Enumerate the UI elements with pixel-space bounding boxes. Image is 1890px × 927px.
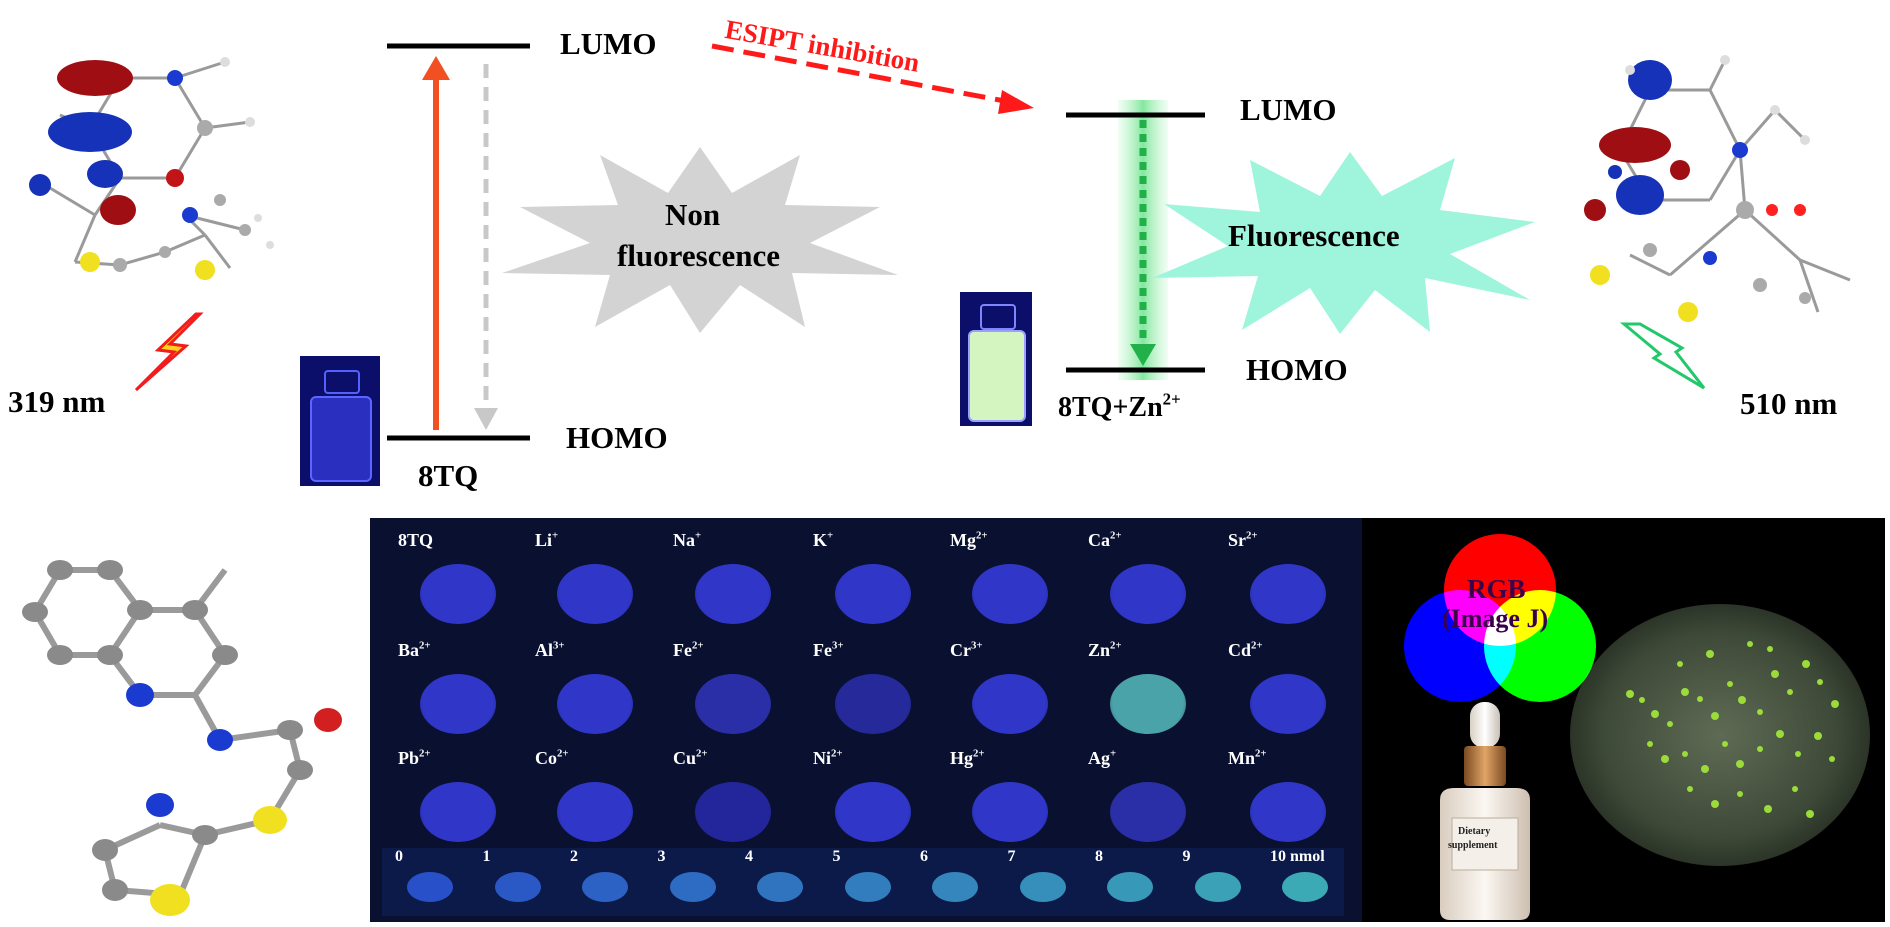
ion-label: Ba2+ (398, 639, 431, 660)
non-fluorescence-burst (502, 147, 898, 333)
fluorescence-label: Fluorescence (1228, 218, 1400, 253)
esipt-arrow (711, 43, 1034, 114)
rgb-label-line2: (Image J) (1442, 604, 1549, 633)
8tq-orbital-molecule (29, 57, 274, 280)
ion-label: K+ (813, 529, 834, 550)
concentration-label: 5 (832, 848, 841, 865)
concentration-label: 4 (745, 848, 753, 865)
concentration-label: 10 nmol (1270, 848, 1325, 865)
concentration-label: 9 (1182, 848, 1191, 865)
ion-label: Cd2+ (1228, 639, 1263, 660)
energy-diagram-left (387, 43, 530, 441)
ion-label: Na+ (673, 529, 702, 550)
microscopy-image (1570, 604, 1870, 866)
ion-label: Mg2+ (950, 529, 988, 550)
fluorescence-burst (1152, 152, 1535, 334)
energy-diagram-right (1066, 100, 1205, 380)
concentration-spot (494, 872, 541, 902)
compound-label-8tq: 8TQ (418, 458, 479, 493)
ion-label: Fe2+ (673, 639, 704, 660)
ion-spot (695, 782, 771, 842)
ion-spot (1110, 564, 1186, 624)
concentration-label: 6 (920, 848, 928, 865)
crystal-structure (22, 560, 342, 916)
ion-label: Zn2+ (1088, 639, 1122, 660)
ion-label: Ag+ (1088, 747, 1117, 768)
ion-label: 8TQ (398, 530, 434, 550)
concentration-spot (932, 872, 978, 902)
non-fluorescence-line1: Non (665, 197, 721, 232)
ion-spot (1250, 674, 1326, 734)
ion-label: Sr2+ (1228, 529, 1258, 550)
ion-spot (420, 674, 496, 734)
concentration-spot (669, 872, 716, 902)
ion-label: Cr3+ (950, 639, 983, 660)
ion-label: Cu2+ (673, 747, 708, 768)
concentration-spot (844, 872, 891, 902)
ion-spot (1250, 782, 1326, 842)
ion-label: Hg2+ (950, 747, 985, 768)
concentration-spot (1282, 872, 1328, 902)
lightning-icon-excitation (134, 312, 204, 392)
homo-label-right: HOMO (1246, 352, 1348, 387)
ion-spot (557, 564, 633, 624)
ion-label: Fe3+ (813, 639, 844, 660)
ion-spot (835, 782, 911, 842)
ion-spot (972, 674, 1048, 734)
rgb-label-line1: RGB (1467, 574, 1526, 604)
concentration-spot (1107, 872, 1153, 902)
ion-spot (695, 564, 771, 624)
concentration-spot (582, 872, 628, 902)
compound-label-8tq-zn: 8TQ+Zn2+ (1058, 389, 1181, 423)
supplement-bottle (1440, 702, 1530, 920)
ion-spot (835, 564, 911, 624)
ion-label: Al3+ (535, 639, 565, 660)
ion-spot (557, 782, 633, 842)
ion-spot (420, 564, 496, 624)
emission-wavelength: 510 nm (1740, 386, 1838, 421)
ion-label: Co2+ (535, 747, 569, 768)
ion-label: Li+ (535, 529, 559, 550)
bottle-label-line1: Dietary (1458, 826, 1491, 837)
ion-label: Ni2+ (813, 747, 843, 768)
ion-spot (557, 674, 633, 734)
ion-spot (695, 674, 771, 734)
rgb-venn-diagram (1404, 534, 1596, 702)
ion-spot (1110, 782, 1186, 842)
cell-dots (1626, 641, 1839, 818)
ion-spot (1250, 564, 1326, 624)
ion-spot (1110, 674, 1186, 734)
ion-label: Mn2+ (1228, 747, 1267, 768)
lumo-label-left: LUMO (560, 26, 657, 61)
concentration-label: 2 (570, 848, 578, 865)
bottle-label-line2: supplement (1448, 840, 1498, 851)
ion-label: Ca2+ (1088, 529, 1122, 550)
concentration-label: 3 (657, 848, 666, 865)
ion-spot (972, 564, 1048, 624)
concentration-spot (1019, 872, 1066, 902)
non-fluorescence-line2: fluorescence (617, 238, 780, 273)
vial-8tq-zn (960, 292, 1032, 426)
concentration-label: 8 (1095, 848, 1103, 865)
lumo-label-right: LUMO (1240, 92, 1337, 127)
excitation-wavelength: 319 nm (8, 384, 106, 419)
concentration-spot (1194, 872, 1241, 902)
concentration-spot (757, 872, 803, 902)
ion-spot (420, 782, 496, 842)
concentration-spot (407, 872, 453, 902)
ion-label: Pb2+ (398, 747, 431, 768)
lightning-icon-emission (1619, 322, 1706, 390)
concentration-label: 7 (1007, 848, 1016, 865)
homo-label-left: HOMO (566, 420, 668, 455)
vial-8tq (300, 356, 380, 486)
ion-spot (972, 782, 1048, 842)
concentration-label: 0 (395, 848, 403, 865)
concentration-label: 1 (482, 848, 491, 865)
zn-complex-orbital-molecule (1584, 55, 1851, 322)
ion-spot (835, 674, 911, 734)
